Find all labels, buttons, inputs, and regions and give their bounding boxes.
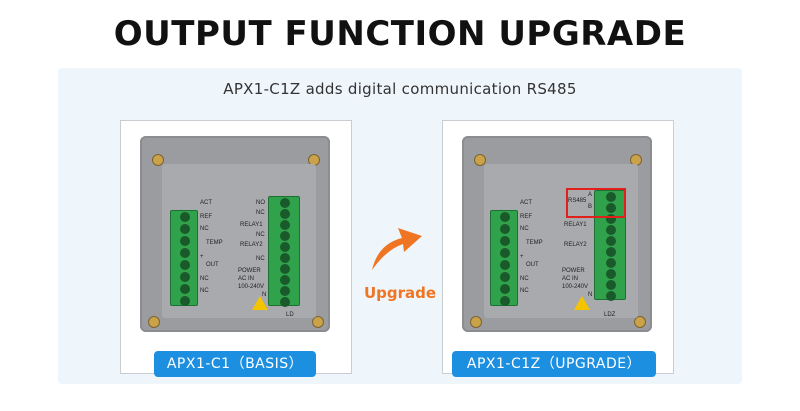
- terminal-screw-icon: [280, 252, 290, 263]
- terminal-screw-icon: [180, 296, 190, 306]
- left-label-power: POWER: [238, 268, 261, 274]
- left-label-nc4: NC: [256, 210, 265, 216]
- left-label-act: ACT: [200, 200, 212, 206]
- terminal-screw-icon: [500, 284, 510, 294]
- left-label-plus: +: [200, 254, 204, 260]
- right-label-relay2: RELAY2: [564, 242, 587, 248]
- right-device-badge: APX1-C1Z（UPGRADE）: [452, 351, 656, 377]
- right-label-nc2: NC: [520, 276, 529, 282]
- left-label-nc5: NC: [256, 232, 265, 238]
- right-label-plus: +: [520, 254, 524, 260]
- left-device-badge: APX1-C1（BASIS）: [154, 351, 316, 377]
- left-label-nc3: NC: [200, 288, 209, 294]
- left-label-nc1: NC: [200, 226, 209, 232]
- screw-icon: [148, 316, 160, 328]
- right-label-voltage: 100-240V: [562, 284, 589, 290]
- subtitle: APX1-C1Z adds digital communication RS48…: [223, 80, 577, 98]
- terminal-screw-icon: [606, 279, 616, 290]
- terminal-screw-icon: [280, 208, 290, 219]
- left-label-nc6: NC: [256, 256, 265, 262]
- terminal-screw-icon: [606, 268, 616, 279]
- terminal-screw-icon: [606, 235, 616, 246]
- terminal-screw-icon: [606, 224, 616, 235]
- left-label-voltage: 100-240V: [238, 284, 265, 290]
- terminal-screw-icon: [280, 285, 290, 296]
- right-label-a: A: [588, 192, 593, 198]
- left-corner-label: LD: [286, 312, 294, 318]
- terminal-screw-icon: [180, 224, 190, 234]
- terminal-screw-icon: [500, 272, 510, 282]
- right-label-relay1: RELAY1: [564, 222, 587, 228]
- left-label-relay2: RELAY2: [240, 242, 263, 248]
- left-label-no: NO: [256, 200, 265, 206]
- left-label-temp: TEMP: [206, 240, 223, 246]
- right-label-nc3: NC: [520, 288, 529, 294]
- right-label-rs485: RS485: [568, 198, 587, 204]
- terminal-screw-icon: [500, 296, 510, 306]
- left-device-panel: [140, 136, 330, 332]
- terminal-screw-icon: [280, 197, 290, 208]
- left-label-n: N: [262, 292, 267, 298]
- right-terminal-block-a: [490, 210, 518, 306]
- terminal-screw-icon: [280, 296, 290, 307]
- terminal-screw-icon: [180, 212, 190, 222]
- right-label-temp: TEMP: [526, 240, 543, 246]
- rs485-highlight: [566, 188, 626, 218]
- page-title: OUTPUT FUNCTION UPGRADE: [113, 14, 687, 54]
- terminal-screw-icon: [606, 202, 616, 213]
- upgrade-label: Upgrade: [364, 284, 437, 302]
- right-terminal-block-b: [594, 190, 626, 301]
- terminal-screw-icon: [280, 219, 290, 230]
- left-label-ref: REF: [200, 214, 212, 220]
- terminal-screw-icon: [606, 191, 616, 202]
- left-label-nc2: NC: [200, 276, 209, 282]
- terminal-screw-icon: [500, 236, 510, 246]
- warning-icon: [574, 296, 590, 310]
- left-label-relay1: RELAY1: [240, 222, 263, 228]
- terminal-screw-icon: [180, 260, 190, 270]
- terminal-screw-icon: [180, 272, 190, 282]
- terminal-screw-icon: [500, 260, 510, 270]
- terminal-screw-icon: [180, 248, 190, 258]
- right-label-b: B: [588, 204, 593, 210]
- upgrade-arrow-icon: [372, 228, 422, 270]
- right-label-nc1: NC: [520, 226, 529, 232]
- terminal-screw-icon: [606, 246, 616, 257]
- terminal-screw-icon: [606, 213, 616, 224]
- right-label-out: OUT: [526, 262, 539, 268]
- warning-icon: [252, 296, 268, 310]
- right-corner-label: LDZ: [604, 312, 616, 318]
- right-label-n: N: [588, 292, 593, 298]
- left-label-acin: AC IN: [238, 276, 255, 282]
- terminal-screw-icon: [280, 230, 290, 241]
- terminal-screw-icon: [180, 284, 190, 294]
- terminal-screw-icon: [606, 257, 616, 268]
- terminal-screw-icon: [500, 248, 510, 258]
- terminal-screw-icon: [500, 212, 510, 222]
- terminal-screw-icon: [280, 241, 290, 252]
- terminal-screw-icon: [280, 274, 290, 285]
- right-label-acin: AC IN: [562, 276, 579, 282]
- screw-icon: [152, 154, 164, 166]
- right-label-ref: REF: [520, 214, 532, 220]
- left-terminal-block-a: [170, 210, 198, 306]
- terminal-screw-icon: [606, 290, 616, 301]
- terminal-screw-icon: [280, 263, 290, 274]
- left-terminal-block-b: [268, 196, 300, 307]
- screw-icon: [634, 316, 646, 328]
- terminal-screw-icon: [180, 236, 190, 246]
- right-label-power: POWER: [562, 268, 585, 274]
- screw-icon: [470, 316, 482, 328]
- screw-icon: [312, 316, 324, 328]
- right-label-act: ACT: [520, 200, 532, 206]
- terminal-screw-icon: [500, 224, 510, 234]
- screw-icon: [474, 154, 486, 166]
- left-label-out: OUT: [206, 262, 219, 268]
